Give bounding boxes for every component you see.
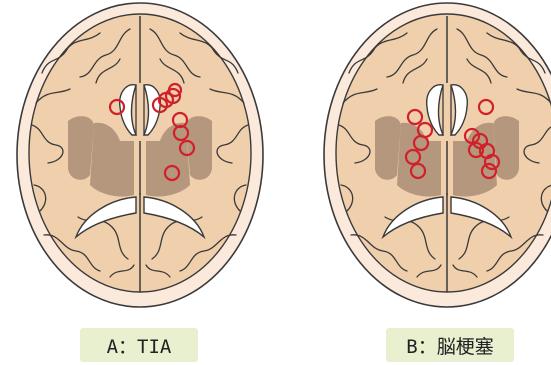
panel-a-brain (17, 3, 263, 307)
panel-a-caption: A：TIA (80, 328, 198, 362)
panel-a-caption-text: A：TIA (107, 332, 172, 359)
panel-b-brain (324, 3, 551, 307)
panel-b-caption-text: B：脳梗塞 (406, 332, 493, 359)
panel-b-caption: B：脳梗塞 (386, 328, 514, 362)
